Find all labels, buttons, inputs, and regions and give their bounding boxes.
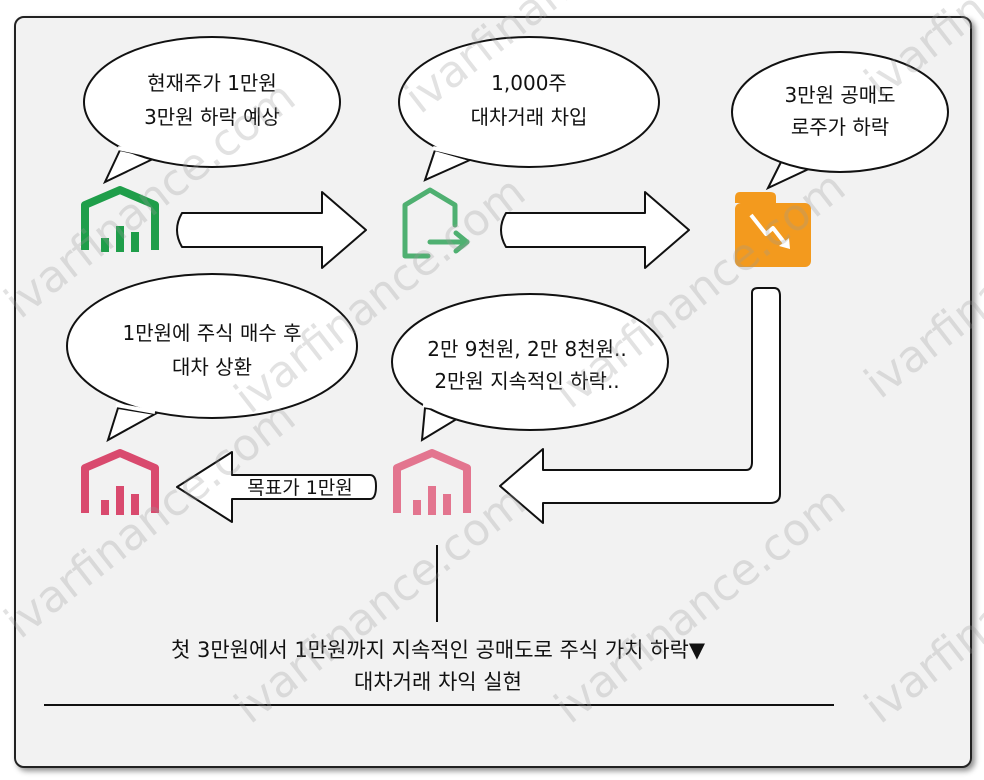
arrow-left-target: 목표가 1만원: [176, 451, 377, 523]
orange-falling-chart-icon: [735, 192, 811, 267]
bubble-text-line2: 2만원 지속적인 하락..: [434, 369, 619, 393]
bubble-text-line2: 대차 상환: [172, 355, 252, 379]
arrow-right-1: [176, 191, 367, 269]
box-out-arrow-icon: [402, 187, 470, 259]
watermark: ivarfinance.com: [0, 391, 305, 649]
watermark: ivarfinance.com: [545, 476, 855, 734]
bubble-text-line1: 2만 9천원, 2만 8천원..: [427, 337, 626, 361]
watermark: ivarfinance.com: [855, 151, 984, 409]
bubble-current-price: 현재주가 1만원 3만원 하락 예상: [83, 36, 341, 185]
watermark: ivarfinance.com: [855, 476, 984, 734]
bubble-text-line2: 로주가 하락: [791, 115, 889, 139]
caption-line1: 첫 3만원에서 1만원까지 지속적인 공매도로 주식 가치 하락▼: [171, 638, 706, 662]
caption: 첫 3만원에서 1만원까지 지속적인 공매도로 주식 가치 하락▼ 대차거래 차…: [171, 638, 706, 694]
bubble-text-line2: 3만원 하락 예상: [144, 105, 280, 129]
bubble-text-line1: 1,000주: [491, 71, 567, 95]
red-chart-house-icon: [81, 449, 159, 515]
bubble-text-line2: 대차거래 차입: [471, 105, 588, 129]
arrow-right-2: [500, 191, 690, 269]
caption-line2: 대차거래 차익 실현: [354, 670, 522, 694]
green-chart-house-icon: [81, 186, 159, 252]
bubble-text-line1: 현재주가 1만원: [147, 71, 276, 95]
bubble-short-sell: 3만원 공매도 로주가 하락: [731, 51, 949, 191]
bubble-buy-back: 1만원에 주식 매수 후 대차 상환: [66, 273, 358, 443]
bubble-text-line1: 3만원 공매도: [784, 83, 895, 107]
target-price-label: 목표가 1만원: [247, 477, 353, 499]
watermark: ivarfinance.com: [225, 476, 535, 734]
arrow-down-left: [499, 287, 781, 524]
bubble-borrow: 1,000주 대차거래 차입: [398, 36, 660, 182]
bubble-text-line1: 1만원에 주식 매수 후: [123, 321, 302, 345]
bubble-decline: 2만 9천원, 2만 8천원.. 2만원 지속적인 하락..: [391, 293, 669, 442]
pink-chart-house-icon: [393, 449, 471, 515]
watermark: ivarfinance.com: [545, 161, 855, 419]
